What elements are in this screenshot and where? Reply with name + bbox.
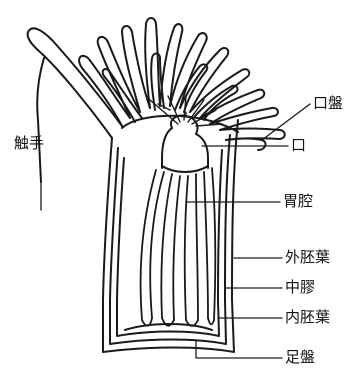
label-endoderm: 内胚葉 [285, 310, 330, 325]
label-mesoglea: 中膠 [285, 280, 315, 295]
body-mesoglea [110, 135, 230, 344]
label-oral-disc: 口盤 [313, 96, 343, 111]
tentacle-crown [79, 18, 285, 150]
left-long-tentacle-inner [37, 58, 44, 182]
label-tentacle: 触手 [14, 136, 44, 151]
label-pedal-disc: 足盤 [285, 350, 315, 365]
label-ectoderm: 外胚葉 [285, 250, 330, 265]
mesenteries [141, 168, 216, 320]
pharynx-right [196, 134, 208, 168]
label-gastric-cavity: 胃腔 [283, 194, 313, 209]
pharynx-bottom [162, 166, 208, 172]
left-long-tentacle [28, 28, 122, 138]
label-mouth: 口 [291, 138, 306, 153]
pharynx-left [162, 128, 172, 168]
